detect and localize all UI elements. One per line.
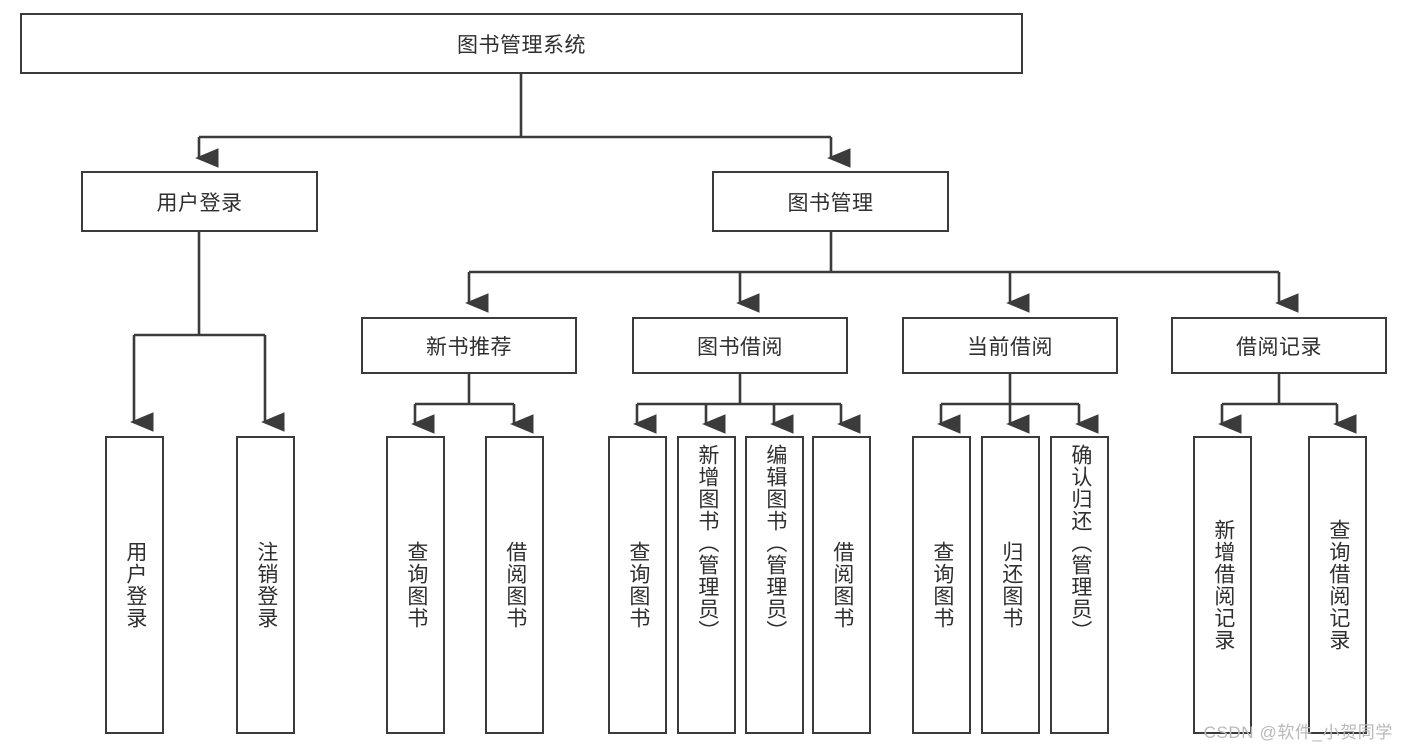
node-label: 查询图书	[404, 541, 428, 629]
leaf-logout[interactable]: 注销登录	[236, 436, 295, 734]
node-new-book-recommend[interactable]: 新书推荐	[361, 317, 577, 374]
node-label: 编辑图书（管理员）	[763, 444, 787, 642]
watermark: CSDN @软件_小贺同学	[1203, 723, 1393, 742]
node-label: 用户登录	[123, 541, 147, 629]
node-label: 查询借阅记录	[1326, 519, 1350, 651]
node-book-management[interactable]: 图书管理	[712, 171, 949, 232]
node-label: 注销登录	[254, 541, 278, 629]
node-borrow-record[interactable]: 借阅记录	[1171, 317, 1387, 374]
node-label: 用户登录	[156, 191, 243, 215]
leaf-query-book-recommend[interactable]: 查询图书	[386, 436, 445, 734]
leaf-edit-book-admin[interactable]: 编辑图书（管理员）	[745, 436, 804, 734]
node-label: 归还图书	[999, 541, 1023, 629]
node-label: 借阅图书	[503, 541, 527, 629]
leaf-query-borrow-record[interactable]: 查询借阅记录	[1308, 436, 1367, 734]
leaf-query-book-current[interactable]: 查询图书	[912, 436, 971, 734]
leaf-add-borrow-record[interactable]: 新增借阅记录	[1193, 436, 1252, 734]
node-label: 借阅图书	[830, 541, 854, 629]
leaf-borrow-book-recommend[interactable]: 借阅图书	[485, 436, 544, 734]
node-label: 新书推荐	[426, 335, 512, 359]
node-book-borrow[interactable]: 图书借阅	[632, 317, 848, 374]
leaf-borrow-book[interactable]: 借阅图书	[812, 436, 871, 734]
node-label: 新增借阅记录	[1211, 519, 1235, 651]
node-label: 图书管理	[787, 191, 874, 215]
node-label: 图书管理系统	[457, 33, 586, 57]
leaf-user-login[interactable]: 用户登录	[105, 436, 164, 734]
leaf-confirm-return-admin[interactable]: 确认归还（管理员）	[1050, 436, 1109, 734]
node-user-login[interactable]: 用户登录	[81, 171, 318, 232]
node-label: 查询图书	[930, 541, 954, 629]
node-label: 借阅记录	[1236, 335, 1322, 359]
leaf-return-book[interactable]: 归还图书	[981, 436, 1040, 734]
node-label: 当前借阅	[967, 335, 1053, 359]
node-label: 查询图书	[626, 541, 650, 629]
node-current-borrow[interactable]: 当前借阅	[902, 317, 1118, 374]
leaf-query-book-borrow[interactable]: 查询图书	[608, 436, 667, 734]
node-label: 确认归还（管理员）	[1068, 444, 1092, 642]
node-label: 新增图书（管理员）	[695, 444, 719, 642]
node-label: 图书借阅	[697, 335, 783, 359]
leaf-add-book-admin[interactable]: 新增图书（管理员）	[677, 436, 736, 734]
node-root-system[interactable]: 图书管理系统	[20, 13, 1023, 74]
